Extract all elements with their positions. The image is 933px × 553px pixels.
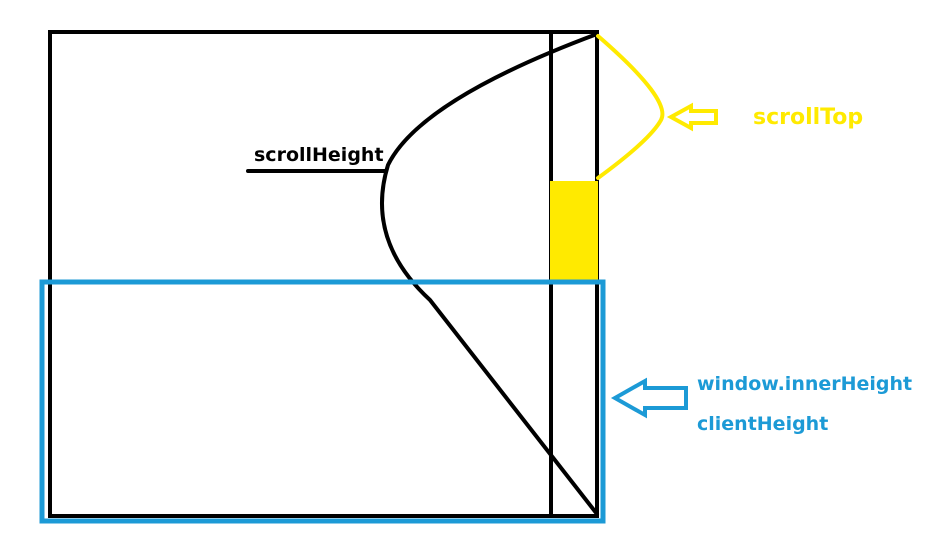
scroll-top-arrow-icon	[666, 102, 718, 132]
document-box	[48, 30, 599, 518]
scroll-height-curve	[380, 32, 599, 516]
scroll-top-bracket	[596, 34, 665, 180]
client-height-label: clientHeight	[697, 413, 828, 435]
scroll-top-label: scrollTop	[753, 105, 863, 130]
viewport-arrow-icon	[610, 377, 688, 419]
viewport-box	[39, 279, 606, 524]
window-inner-height-label: window.innerHeight	[697, 373, 912, 395]
scroll-height-label: scrollHeight	[254, 144, 384, 166]
scrollbar-thumb	[550, 181, 598, 281]
